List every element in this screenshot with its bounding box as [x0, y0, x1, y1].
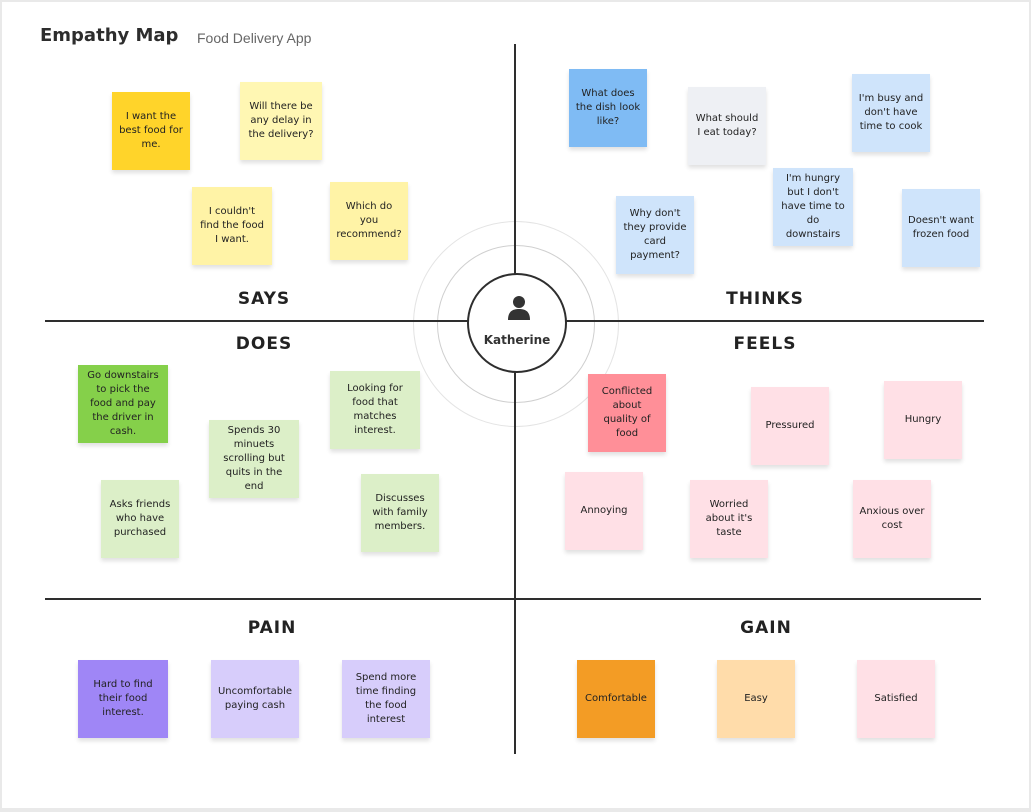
sticky-note[interactable]: Hard to find their food interest. [78, 660, 168, 738]
persona-name: Katherine [483, 333, 551, 347]
outer-ring [413, 221, 619, 427]
sticky-note[interactable]: Pressured [751, 387, 829, 465]
persona-circle: Katherine [467, 273, 567, 373]
user-icon [508, 296, 530, 320]
page-subtitle: Food Delivery App [197, 30, 312, 46]
sticky-note[interactable]: Will there be any delay in the delivery? [240, 82, 322, 160]
sticky-note[interactable]: I want the best food for me. [112, 92, 190, 170]
sticky-note[interactable]: Doesn't want frozen food [902, 189, 980, 267]
middle-ring [437, 245, 595, 403]
sticky-note[interactable]: I'm hungry but I don't have time to do d… [773, 168, 853, 246]
section-pain: PAIN [247, 618, 297, 638]
sticky-note[interactable]: Spends 30 minuets scrolling but quits in… [209, 420, 299, 498]
section-does: DOES [235, 334, 293, 354]
sticky-note[interactable]: I couldn't find the food I want. [192, 187, 272, 265]
sticky-note[interactable]: Looking for food that matches interest. [330, 371, 420, 449]
section-says: SAYS [237, 289, 291, 309]
sticky-note[interactable]: Easy [717, 660, 795, 738]
sticky-note[interactable]: Satisfied [857, 660, 935, 738]
horizontal-divider-bottom [45, 598, 981, 600]
sticky-note[interactable]: Which do you recommend? [330, 182, 408, 260]
sticky-note[interactable]: Why don't they provide card payment? [616, 196, 694, 274]
page-title: Empathy Map [40, 25, 179, 46]
sticky-note[interactable]: Go downstairs to pick the food and pay t… [78, 365, 168, 443]
vertical-divider [514, 44, 516, 754]
sticky-note[interactable]: I'm busy and don't have time to cook [852, 74, 930, 152]
sticky-note[interactable]: What should I eat today? [688, 87, 766, 165]
sticky-note[interactable]: Asks friends who have purchased [101, 480, 179, 558]
sticky-note[interactable]: Anxious over cost [853, 480, 931, 558]
section-feels: FEELS [733, 334, 797, 354]
sticky-note[interactable]: Discusses with family members. [361, 474, 439, 552]
sticky-note[interactable]: Comfortable [577, 660, 655, 738]
section-thinks: THINKS [726, 289, 804, 309]
sticky-note[interactable]: Worried about it's taste [690, 480, 768, 558]
sticky-note[interactable]: Spend more time finding the food interes… [342, 660, 430, 738]
sticky-note[interactable]: Hungry [884, 381, 962, 459]
sticky-note[interactable]: Conflicted about quality of food [588, 374, 666, 452]
sticky-note[interactable]: What does the dish look like? [569, 69, 647, 147]
sticky-note[interactable]: Uncomfortable paying cash [211, 660, 299, 738]
sticky-note[interactable]: Annoying [565, 472, 643, 550]
section-gain: GAIN [740, 618, 792, 638]
